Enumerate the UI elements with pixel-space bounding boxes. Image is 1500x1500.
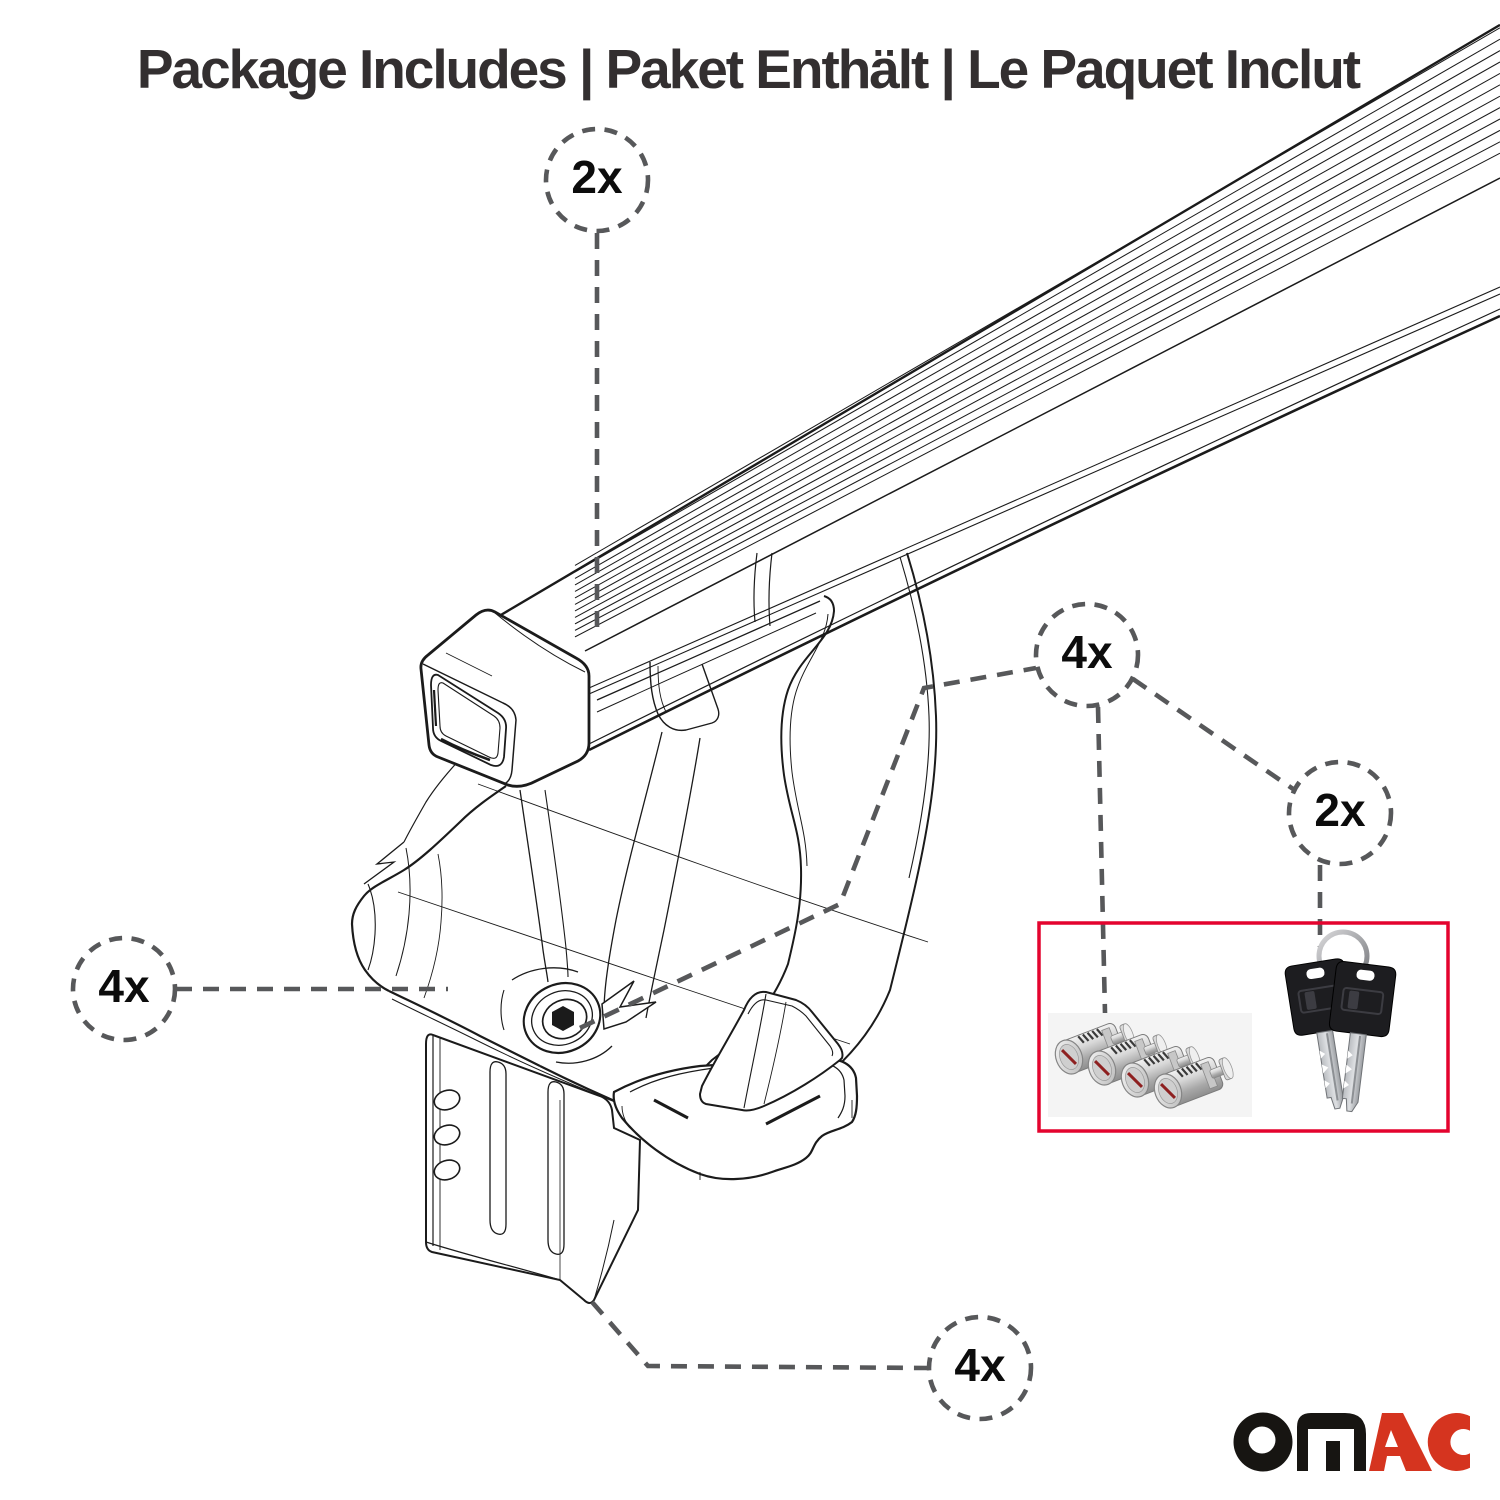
svg-text:Package Includes | Paket Enthä: Package Includes | Paket Enthält | Le Pa… xyxy=(137,38,1361,101)
svg-text:2x: 2x xyxy=(571,151,623,203)
svg-text:4x: 4x xyxy=(98,960,150,1012)
svg-text:4x: 4x xyxy=(954,1339,1006,1391)
svg-text:2x: 2x xyxy=(1314,784,1366,836)
svg-text:4x: 4x xyxy=(1061,626,1113,678)
